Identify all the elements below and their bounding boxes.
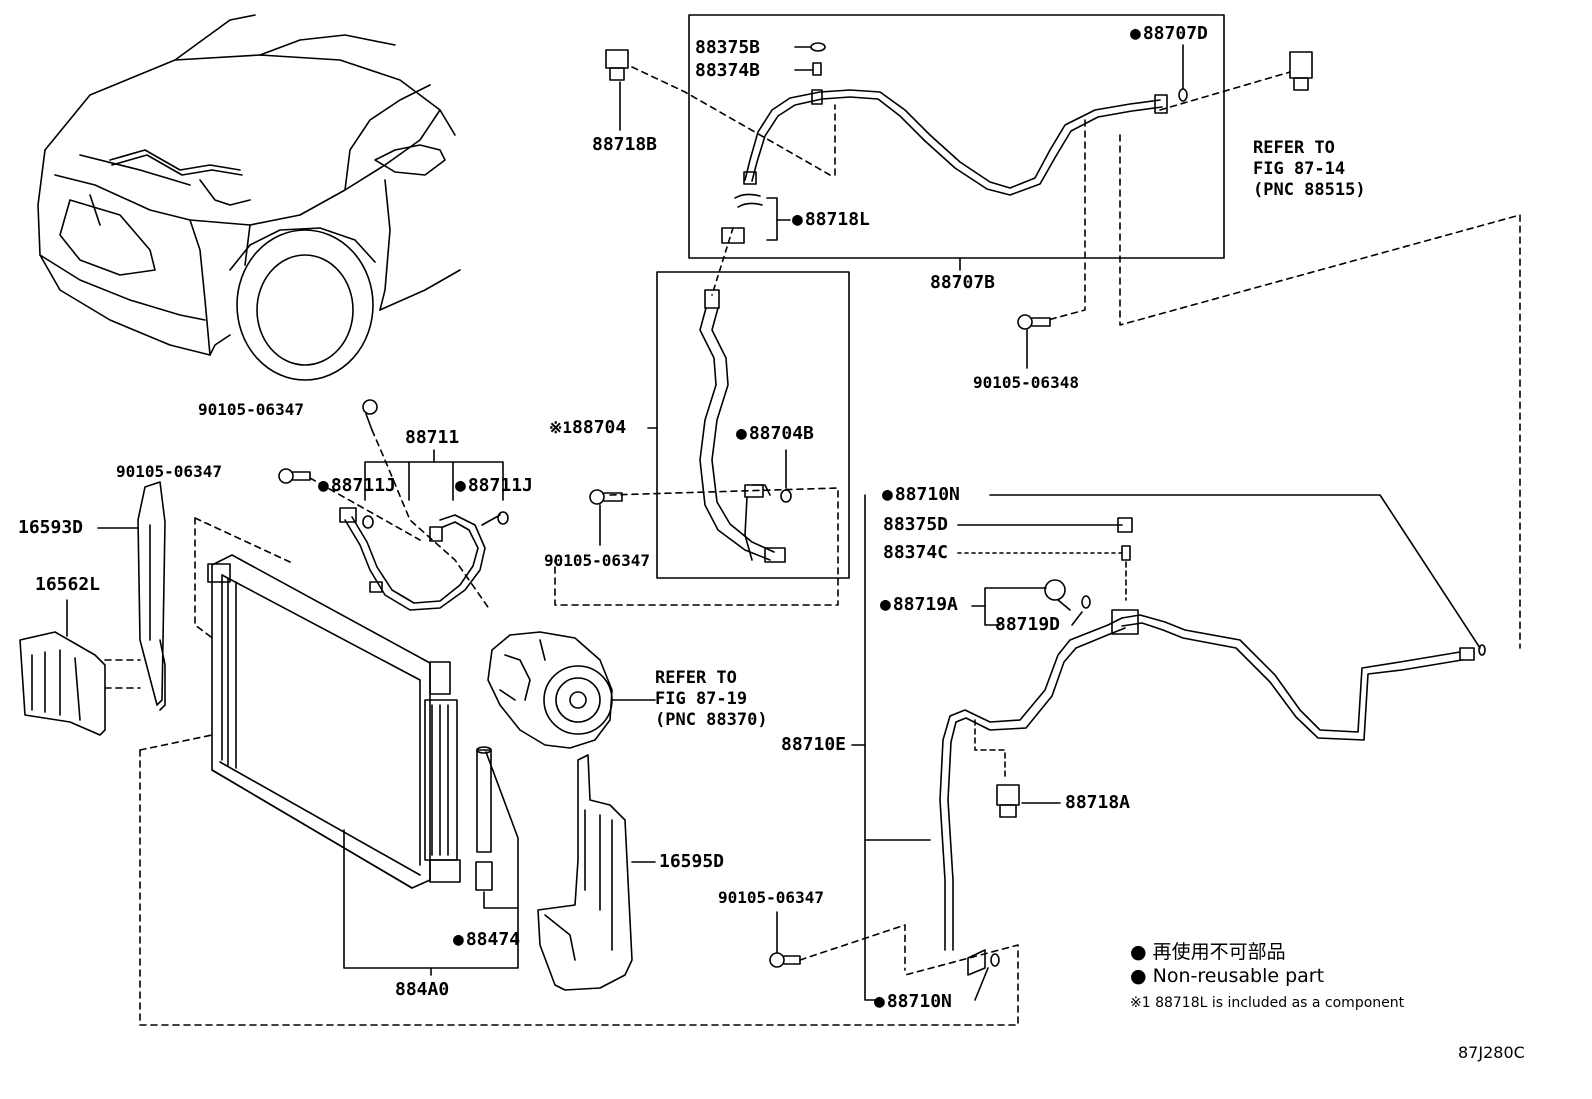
ref2-line2: FIG 87-19	[655, 689, 748, 709]
hose-88707B-group	[631, 14, 1521, 649]
ref1-line2: FIG 87-14	[1253, 159, 1346, 179]
label-88704B: 88704B	[736, 424, 814, 444]
label-88707D: 88707D	[1130, 24, 1208, 44]
ref2-line1: REFER TO	[655, 668, 737, 688]
vehicle-illustration	[37, 14, 461, 381]
legend-non-reusable-en: ● Non-reusable part	[1130, 964, 1324, 988]
legend-dot-icon: ●	[1130, 941, 1153, 963]
ref2-line3: (PNC 88370)	[655, 710, 768, 730]
label-90105-06348: 90105-06348	[973, 373, 1079, 392]
bolt-90105-06347-c	[589, 489, 623, 546]
connector-ref-88515	[1289, 51, 1313, 91]
legend-note: ※1 88718L is included as a component	[1130, 995, 1405, 1011]
label-88375D: 88375D	[883, 514, 949, 535]
label-90105-06347-d: 90105-06347	[718, 888, 824, 907]
clip-88718B	[605, 49, 629, 131]
label-90105-06347-b: 90105-06347	[116, 462, 222, 481]
hose-88710E-group	[769, 494, 1486, 1001]
label-88474: 88474	[453, 930, 520, 950]
label-88719D: 88719D	[995, 614, 1061, 635]
ref1-line1: REFER TO	[1253, 138, 1335, 158]
label-16595D: 16595D	[659, 851, 725, 872]
refer-to-fig-87-19: REFER TO FIG 87-19 (PNC 88370)	[655, 668, 768, 731]
hose-88704-group	[554, 227, 850, 606]
label-88711J-b: 88711J	[455, 476, 533, 496]
condenser-884A0	[139, 517, 1019, 1026]
label-88711J-a: 88711J	[318, 476, 396, 496]
label-88710E: 88710E	[781, 734, 847, 755]
label-88375B: 88375B	[695, 37, 761, 58]
legend-en-text: Non-reusable part	[1152, 965, 1325, 987]
label-884A0: 884A0	[395, 979, 450, 1000]
figure-code: 87J280C	[1458, 1043, 1525, 1062]
label-88707B: 88707B	[930, 272, 996, 293]
label-88374B: 88374B	[695, 60, 761, 81]
label-16593D: 16593D	[18, 517, 84, 538]
label-88710N-b: 88710N	[874, 992, 952, 1012]
bolt-90105-06348	[1017, 314, 1051, 369]
bracket-16593D	[97, 481, 166, 711]
legend-dot-icon: ●	[1130, 965, 1153, 987]
label-88710N-a: 88710N	[882, 485, 960, 505]
label-88719A: 88719A	[880, 595, 958, 615]
label-88374C: 88374C	[883, 542, 949, 563]
legend-non-reusable-jp: ● 再使用不可部品	[1130, 940, 1286, 964]
label-90105-06347-a: 90105-06347	[198, 400, 304, 419]
hose-88711-group	[278, 399, 509, 611]
label-88718L: 88718L	[792, 210, 870, 230]
legend-jp-text: 再使用不可部品	[1152, 941, 1286, 963]
ref1-line3: (PNC 88515)	[1253, 180, 1366, 200]
label-88718A: 88718A	[1065, 792, 1131, 813]
label-88711: 88711	[405, 427, 460, 448]
seal-16562L	[19, 599, 106, 736]
label-88704-mark: ※1	[549, 418, 573, 437]
refer-to-fig-87-14: REFER TO FIG 87-14 (PNC 88515)	[1253, 138, 1366, 201]
label-88718B: 88718B	[592, 134, 658, 155]
label-16562L: 16562L	[35, 574, 101, 595]
label-90105-06347-c: 90105-06347	[544, 551, 650, 570]
compressor	[487, 631, 656, 749]
label-88704: ※188704	[549, 418, 626, 438]
seal-16595D	[537, 754, 656, 991]
label-88704-number: 88704	[572, 417, 627, 438]
